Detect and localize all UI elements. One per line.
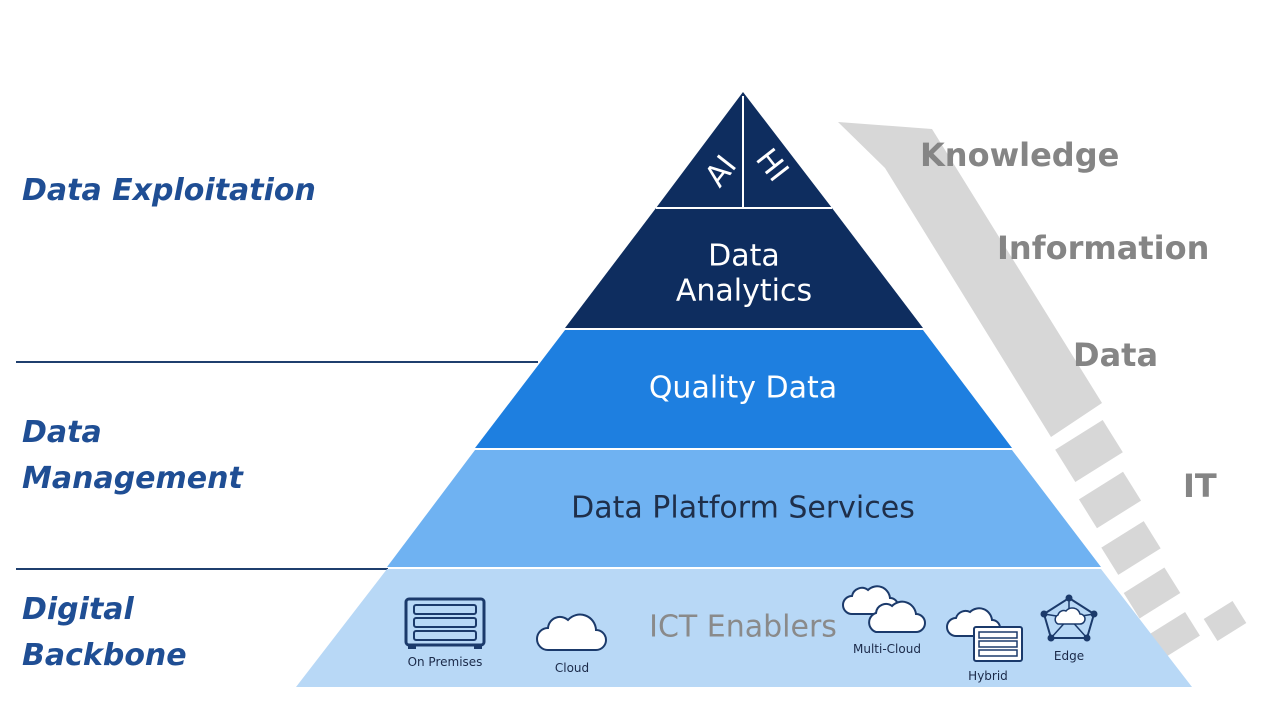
tier-label-data-platform-services: Data Platform Services: [571, 491, 915, 526]
icon-caption-cloud: Cloud: [555, 661, 589, 675]
pyramid-tier-data-analytics: [565, 208, 923, 328]
server-rack-icon: [404, 597, 486, 649]
section-label-digital-backbone: Digital Backbone: [22, 587, 187, 679]
section-divider: [16, 568, 388, 570]
arrow-segment: [1101, 521, 1161, 575]
icon-caption-multi-cloud: Multi-Cloud: [853, 642, 921, 656]
section-divider: [16, 361, 538, 363]
pyramid-tier-quality-data: [475, 330, 1012, 448]
tier-label-quality-data: Quality Data: [649, 371, 837, 406]
tier-label-data-analytics-line2: Analytics: [676, 274, 812, 309]
section-label-line: Digital: [22, 592, 134, 627]
arrow-segment: [1203, 600, 1247, 642]
arrow-label-data: Data: [1073, 336, 1159, 374]
arrow-label-information: Information: [997, 229, 1210, 267]
icon-caption-hybrid: Hybrid: [968, 669, 1008, 683]
tier-label-data-analytics-line1: Data: [708, 239, 780, 274]
edge-network-icon: [1040, 594, 1098, 642]
pyramid-tier-data-platform-services: [387, 450, 1101, 567]
arrow-segment: [1078, 471, 1142, 529]
tier-label-ict-enablers: ICT Enablers: [649, 610, 837, 645]
section-label-data-exploitation: Data Exploitation: [22, 168, 316, 214]
pyramid-tier-ict-enablers: [296, 569, 1192, 687]
arrow-shaft: [838, 122, 1102, 437]
icon-caption-on-premises: On Premises: [408, 655, 483, 669]
section-label-line: Backbone: [22, 638, 187, 673]
cloud-icon: [536, 613, 607, 651]
section-label-line: Data: [22, 415, 102, 450]
section-label-data-management: Data Management: [22, 410, 243, 502]
multi-cloud-icon: [842, 585, 926, 633]
section-label-line: Management: [22, 461, 243, 496]
arrow-label-knowledge: Knowledge: [920, 136, 1120, 174]
icon-caption-edge: Edge: [1054, 649, 1084, 663]
arrow-label-it: IT: [1183, 467, 1217, 505]
arrow-segment: [1123, 567, 1181, 619]
section-label-line: Data Exploitation: [22, 173, 316, 208]
arrow-segment: [1055, 420, 1123, 482]
hybrid-icon: [946, 607, 1023, 662]
